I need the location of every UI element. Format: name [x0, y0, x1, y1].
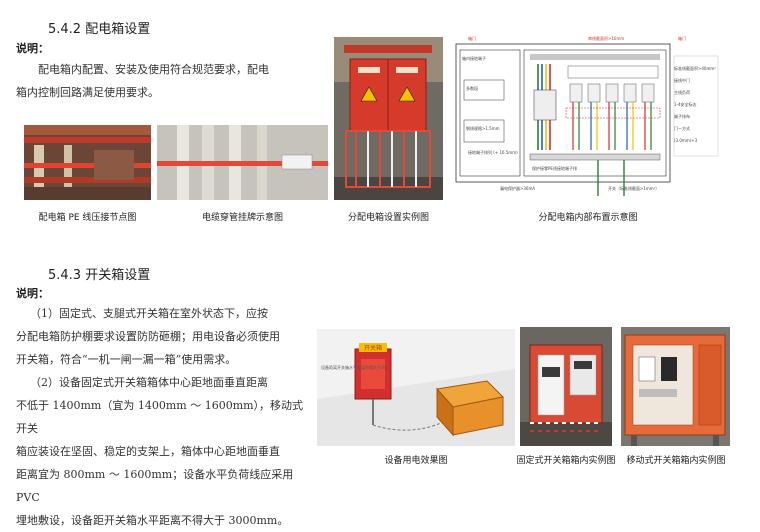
para-line: 分配电箱防护棚要求设置防防砸棚；用电设备必须使用: [16, 330, 280, 343]
diagram-label: 接线中门: [674, 77, 690, 83]
para-line: 不低于 1400mm（宜为 1400mm ～ 1600mm），移动式开关: [16, 399, 304, 435]
diagram-label: 漏电保护器>30mA: [500, 185, 535, 191]
diagram-label: 接地端子排列 (+ 16.5mm): [468, 149, 518, 155]
section-para-543: （1）固定式、支腿式开关箱在室外状态下，应按 分配电箱防护棚要求设置防防砸棚；用…: [16, 302, 306, 532]
section-heading-543: 5.4.3 开关箱设置: [48, 268, 151, 283]
section-para-542: 配电箱内配置、安装及使用符合规范要求，配电 箱内控制回路满足使用要求。: [16, 58, 316, 104]
diagram-internal-layout: 箱门 箱门 串线截面积>16mm 箱内接地端子 标准线截面积>40mm² 接线中…: [448, 30, 728, 202]
diagram-label: 端子排布: [674, 113, 690, 119]
para-line: 埋地敷设，设备距开关箱水平距离不得大于 3000mm。: [16, 514, 289, 527]
caption-cable-conduit-tag: 电缆穿管挂牌示意图: [201, 213, 283, 223]
para-line: 距离宜为 800mm ～ 1600mm；设备水平负荷线应采用 PVC: [16, 468, 294, 504]
diagram-label: 箱门: [678, 35, 686, 41]
diagram-label: 1-4安全标志: [674, 101, 697, 107]
para-line: （2）设备固定式开关箱箱体中心距地面垂直距离: [30, 376, 268, 389]
caption-pe-crimp-node: 配电箱 PE 线压接节点图: [38, 213, 137, 223]
para-line: 开关箱，符合“一机一闸一漏一箱”使用需求。: [16, 353, 237, 366]
para-line: 配电箱内配置、安装及使用符合规范要求，配电: [38, 63, 269, 76]
para-line: 箱应装设在坚固、稳定的支架上，箱体中心距地面垂直: [16, 445, 280, 458]
para-line: 箱内控制回路满足使用要求。: [16, 86, 159, 99]
diagram-label: 门一方式: [674, 125, 690, 131]
diagram-label: 保护接零PE线接地端子排: [532, 165, 577, 171]
caption-mobile-switch-box: 移动式开关箱箱内实例图: [626, 456, 726, 466]
diagram-label: 开关（标准线截面>1mm²）: [608, 185, 659, 191]
diagram-label: (3.0mm)+3: [674, 138, 698, 143]
photo-pe-crimp-node: [24, 125, 151, 200]
diagram-label: 箱内接地端子: [462, 55, 486, 61]
section-heading-542: 5.4.2 配电箱设置: [48, 22, 151, 37]
caption-distribution-box: 分配电箱设置实例图: [347, 213, 429, 223]
diagram-label: 串线截面积>16mm: [588, 35, 624, 41]
diagram-label: 多数段: [466, 85, 478, 91]
diagram-label: 钢线规格>1.5mm: [466, 125, 500, 131]
photo-distribution-box: [334, 37, 443, 200]
caption-fixed-switch-box: 固定式开关箱箱内实例图: [516, 456, 616, 466]
illus-equipment-power: 开关箱 设备距离开关箱水平距离不得大于3m: [317, 329, 515, 446]
photo-cable-conduit-tag: [157, 125, 328, 200]
illus-note: 设备距离开关箱水平距离不得大于3m: [321, 364, 388, 370]
diagram-label: 标准线截面积>40mm²: [674, 65, 716, 71]
caption-internal-layout: 分配电箱内部布置示意图: [538, 213, 638, 223]
caption-equipment-power: 设备用电效果图: [384, 456, 448, 466]
diagram-label: 箱门: [468, 35, 476, 41]
section-label-542: 说明：: [16, 42, 49, 55]
photo-fixed-switch-box: [520, 327, 612, 446]
section-label-543: 说明：: [16, 287, 49, 300]
para-line: （1）固定式、支腿式开关箱在室外状态下，应按: [30, 307, 268, 320]
photo-mobile-switch-box: [621, 327, 730, 446]
illus-sign-text: 开关箱: [364, 344, 382, 352]
diagram-label: 主线负荷: [674, 89, 690, 95]
